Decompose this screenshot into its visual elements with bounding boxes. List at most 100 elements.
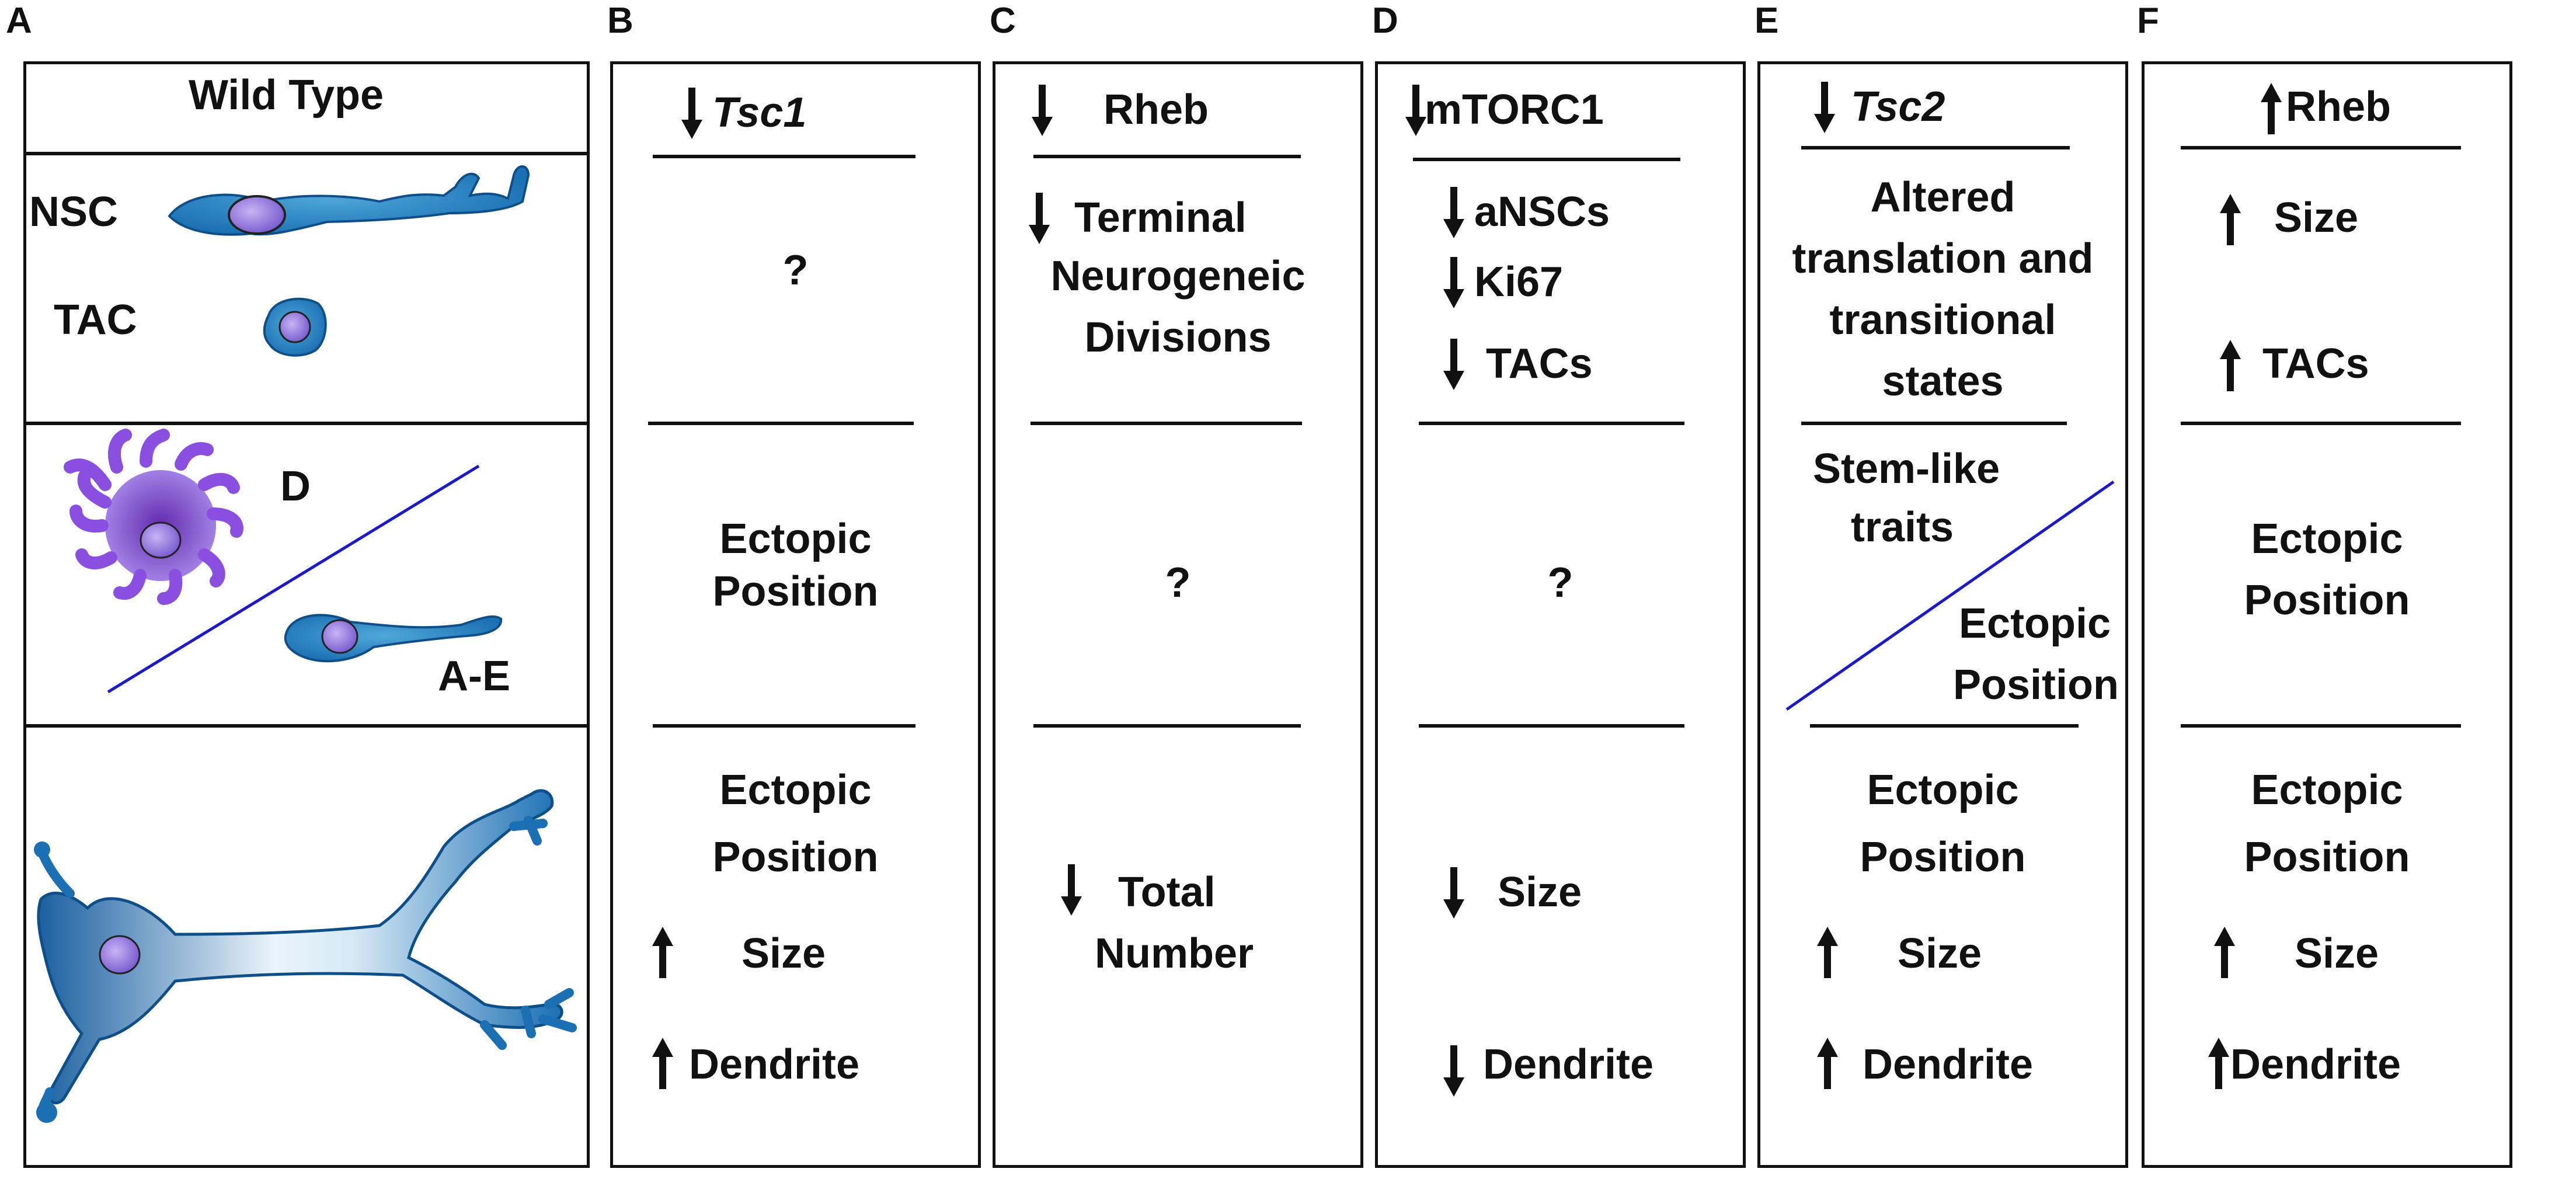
arrow-up-icon — [1817, 1038, 1838, 1089]
panel-b-divider-1 — [653, 155, 915, 158]
panel-f-dendrite: Dendrite — [2230, 1041, 2401, 1088]
panel-b-size: Size — [742, 930, 826, 977]
panel-e-row1-line1: Altered — [1870, 174, 2015, 221]
panel-letter-d: D — [1372, 1, 1398, 41]
panel-c-divider-2 — [1031, 422, 1302, 425]
panel-c-row1-line3: Divisions — [1084, 314, 1272, 361]
panel-e-row2-upper-line1: Stem-like — [1813, 446, 2000, 492]
panel-f-divider-3 — [2181, 724, 2461, 728]
panel-d-row1-item2: Ki67 — [1474, 259, 1564, 305]
panel-c-row1-line1: Terminal — [1074, 194, 1247, 241]
panel-b-header: Tsc1 — [712, 89, 807, 136]
panel-e-header: Tsc2 — [1851, 84, 1945, 130]
tac-label: TAC — [54, 297, 137, 343]
arrow-down-icon — [1814, 82, 1835, 133]
panel-f-row3-line1: Ectopic — [2251, 767, 2403, 813]
panel-c-divider-3 — [1033, 724, 1301, 728]
panel-f-row2-line2: Position — [2244, 577, 2410, 624]
panel-letter-c: C — [990, 1, 1016, 41]
arrow-up-icon — [652, 1038, 673, 1089]
ae-label: A-E — [438, 653, 510, 700]
panel-c-row3-line2: Number — [1095, 930, 1254, 977]
panel-b-divider-2 — [648, 422, 914, 425]
panel-a-divider-1 — [23, 152, 590, 155]
panel-letter-e: E — [1755, 1, 1779, 41]
panel-c-header: Rheb — [1103, 86, 1209, 133]
arrow-down-icon — [1029, 193, 1050, 244]
panel-letter-a: A — [6, 1, 32, 41]
tac-cell — [263, 297, 327, 357]
arrow-up-icon — [2208, 1038, 2229, 1089]
panel-letter-b: B — [607, 1, 633, 41]
panel-d-divider-1 — [1413, 158, 1680, 161]
nsc-cell — [168, 165, 530, 236]
panel-e-row1-line2: translation and — [1792, 235, 2094, 282]
panel-b-row1: ? — [782, 247, 809, 294]
panel-b-divider-3 — [653, 724, 915, 728]
dendritic-cell-d — [64, 429, 243, 605]
arrow-down-icon — [1443, 1045, 1464, 1097]
arrow-down-icon — [1405, 85, 1426, 136]
arrow-down-icon — [1443, 257, 1464, 308]
panel-e-divider-2 — [1801, 422, 2067, 425]
panel-d-divider-3 — [1419, 724, 1684, 728]
panel-b-row2-line1: Ectopic — [719, 516, 872, 562]
panel-a-title: Wild Type — [188, 72, 384, 119]
panel-a-divider-2 — [23, 422, 590, 425]
panel-b-box — [610, 61, 981, 1168]
arrow-up-icon — [2220, 340, 2241, 391]
panel-d-row2: ? — [1547, 559, 1574, 606]
panel-e-row1-line4: states — [1882, 358, 2004, 405]
panel-f-tacs: TACs — [2262, 340, 2369, 387]
panel-b-row3-line1: Ectopic — [719, 767, 872, 813]
panel-a-diagonal — [107, 464, 480, 694]
panel-letter-f: F — [2137, 1, 2159, 41]
panel-a-divider-3 — [23, 724, 590, 728]
panel-c-row3-line1: Total — [1118, 869, 1216, 916]
panel-b-dendrite: Dendrite — [689, 1041, 860, 1088]
panel-d-box — [1375, 61, 1746, 1168]
arrow-up-icon — [652, 927, 673, 978]
panel-b-row2-line2: Position — [712, 568, 879, 615]
panel-d-size: Size — [1498, 869, 1582, 916]
mature-neuron — [34, 789, 577, 1123]
arrow-down-icon — [681, 88, 702, 139]
panel-d-header: mTORC1 — [1425, 86, 1604, 133]
panel-f-row3-line2: Position — [2244, 834, 2410, 881]
arrow-down-icon — [1443, 187, 1464, 238]
arrow-up-icon — [2214, 927, 2235, 978]
arrow-down-icon — [1443, 867, 1464, 919]
panel-c-divider-1 — [1033, 155, 1301, 158]
arrow-up-icon — [1817, 927, 1838, 978]
panel-e-row2-upper-line2: traits — [1851, 504, 1954, 551]
panel-e-row3-line2: Position — [1860, 834, 2026, 881]
panel-d-row1-item1: aNSCs — [1474, 189, 1610, 235]
panel-e-row2-lower-line2: Position — [1953, 662, 2119, 708]
panel-e-row3-line1: Ectopic — [1867, 767, 2019, 813]
panel-e-divider-3 — [1810, 724, 2079, 728]
panel-c-box — [993, 61, 1363, 1168]
panel-d-dendrite: Dendrite — [1483, 1041, 1654, 1088]
migrating-cell-ae — [284, 614, 503, 663]
arrow-down-icon — [1032, 85, 1053, 136]
panel-f-row2-line1: Ectopic — [2251, 516, 2403, 562]
panel-f-size-2: Size — [2295, 930, 2379, 977]
panel-f-header: Rheb — [2286, 84, 2391, 130]
panel-d-row1-item3: TACs — [1486, 340, 1593, 387]
panel-f-divider-1 — [2181, 146, 2461, 149]
panel-e-box — [1757, 61, 2128, 1168]
nsc-label: NSC — [29, 189, 119, 235]
d-label: D — [280, 463, 311, 510]
panel-f-size: Size — [2274, 194, 2359, 241]
panel-e-dendrite: Dendrite — [1863, 1041, 2034, 1088]
panel-c-row2: ? — [1165, 559, 1191, 606]
panel-c-row1-line2: Neurogeneic — [1050, 253, 1306, 300]
panel-f-divider-2 — [2181, 422, 2461, 425]
panel-f-box — [2142, 61, 2512, 1168]
panel-e-divider-1 — [1801, 146, 2070, 149]
arrow-down-icon — [1061, 864, 1082, 916]
arrow-up-icon — [2261, 83, 2282, 134]
panel-b-row3-line2: Position — [712, 834, 879, 881]
